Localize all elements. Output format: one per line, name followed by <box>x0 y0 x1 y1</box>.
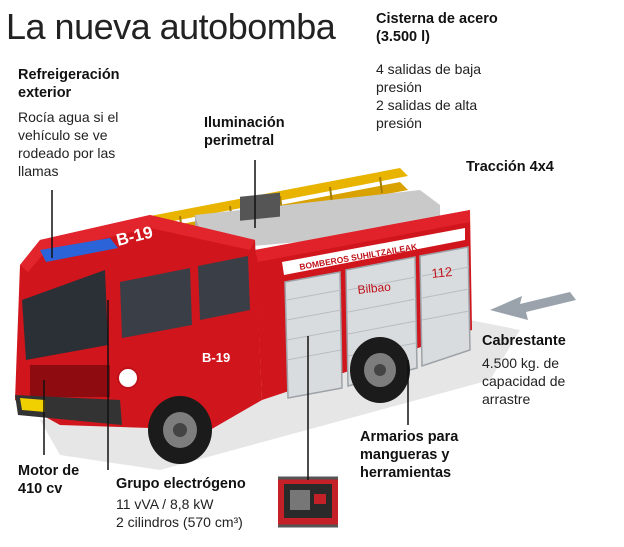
cisterna-line-1: 4 salidas de baja <box>376 61 482 77</box>
cabrestante-line-2: capacidad de <box>482 373 566 389</box>
windscreen <box>22 270 108 360</box>
callout-traccion: Tracción 4x4 <box>466 158 606 176</box>
grupo-line-2: 2 cilindros (570 cm³) <box>116 514 243 530</box>
refrigeracion-line-4: llamas <box>18 163 59 179</box>
refrigeracion-line-3: rodeado por las <box>18 145 116 161</box>
traccion-heading: Tracción 4x4 <box>466 159 554 175</box>
cisterna-line-2: presión <box>376 79 422 95</box>
iluminacion-heading-2: perimetral <box>204 133 275 149</box>
motor-line-2: 410 cv <box>18 481 63 497</box>
armarios-line-3: herramientas <box>360 465 452 481</box>
city-logo: Bilbao <box>357 280 392 297</box>
refrigeracion-line-1: Rocía agua si el <box>18 109 119 125</box>
callout-iluminacion: Iluminación perimetral <box>204 114 344 150</box>
callout-refrigeracion: Refreigeración exterior Rocía agua si el… <box>18 66 198 180</box>
grille-emblem <box>117 367 139 389</box>
cabrestante-line-1: 4.500 kg. de <box>482 355 560 371</box>
cisterna-line-4: presión <box>376 115 422 131</box>
grupo-heading: Grupo electrógeno <box>116 476 246 492</box>
cisterna-heading-1: Cisterna de acero <box>376 11 498 27</box>
armarios-line-2: mangueras y <box>360 447 450 463</box>
refrigeracion-heading-1: Refreigeración <box>18 67 120 83</box>
rear-wheel <box>350 337 410 403</box>
cab-number: B-19 <box>202 350 230 365</box>
refrigeracion-line-2: vehículo se ve <box>18 127 108 143</box>
refrigeracion-heading-2: exterior <box>18 85 72 101</box>
callout-armarios: Armarios para mangueras y herramientas <box>360 428 520 482</box>
callout-motor: Motor de 410 cv <box>18 462 118 498</box>
floodlight <box>240 192 280 221</box>
generator-image <box>278 476 338 528</box>
front-wheel <box>148 396 212 464</box>
side-window <box>120 268 192 338</box>
cabrestante-heading: Cabrestante <box>482 333 566 349</box>
motor-line-1: Motor de <box>18 463 80 479</box>
callout-cabrestante: Cabrestante 4.500 kg. de capacidad de ar… <box>482 332 612 408</box>
callout-grupo: Grupo electrógeno 11 vVA / 8,8 kW 2 cili… <box>116 475 286 531</box>
armarios-line-1: Armarios para <box>360 429 459 445</box>
cisterna-line-3: 2 salidas de alta <box>376 97 478 113</box>
cabrestante-line-3: arrastre <box>482 391 531 407</box>
page-title: La nueva autobomba <box>6 6 336 47</box>
winch-arrow <box>490 292 576 320</box>
emergency-number: 112 <box>431 264 453 281</box>
grille <box>30 365 110 397</box>
grupo-line-1: 11 vVA / 8,8 kW <box>116 496 214 512</box>
beacon <box>40 238 118 262</box>
rear-side-window <box>198 256 250 320</box>
shutter-3 <box>419 246 471 368</box>
leader-lines <box>43 160 409 480</box>
callout-cisterna: Cisterna de acero (3.500 l) 4 salidas de… <box>376 10 576 132</box>
iluminacion-heading-1: Iluminación <box>204 115 285 131</box>
cisterna-heading-2: (3.500 l) <box>376 29 430 45</box>
